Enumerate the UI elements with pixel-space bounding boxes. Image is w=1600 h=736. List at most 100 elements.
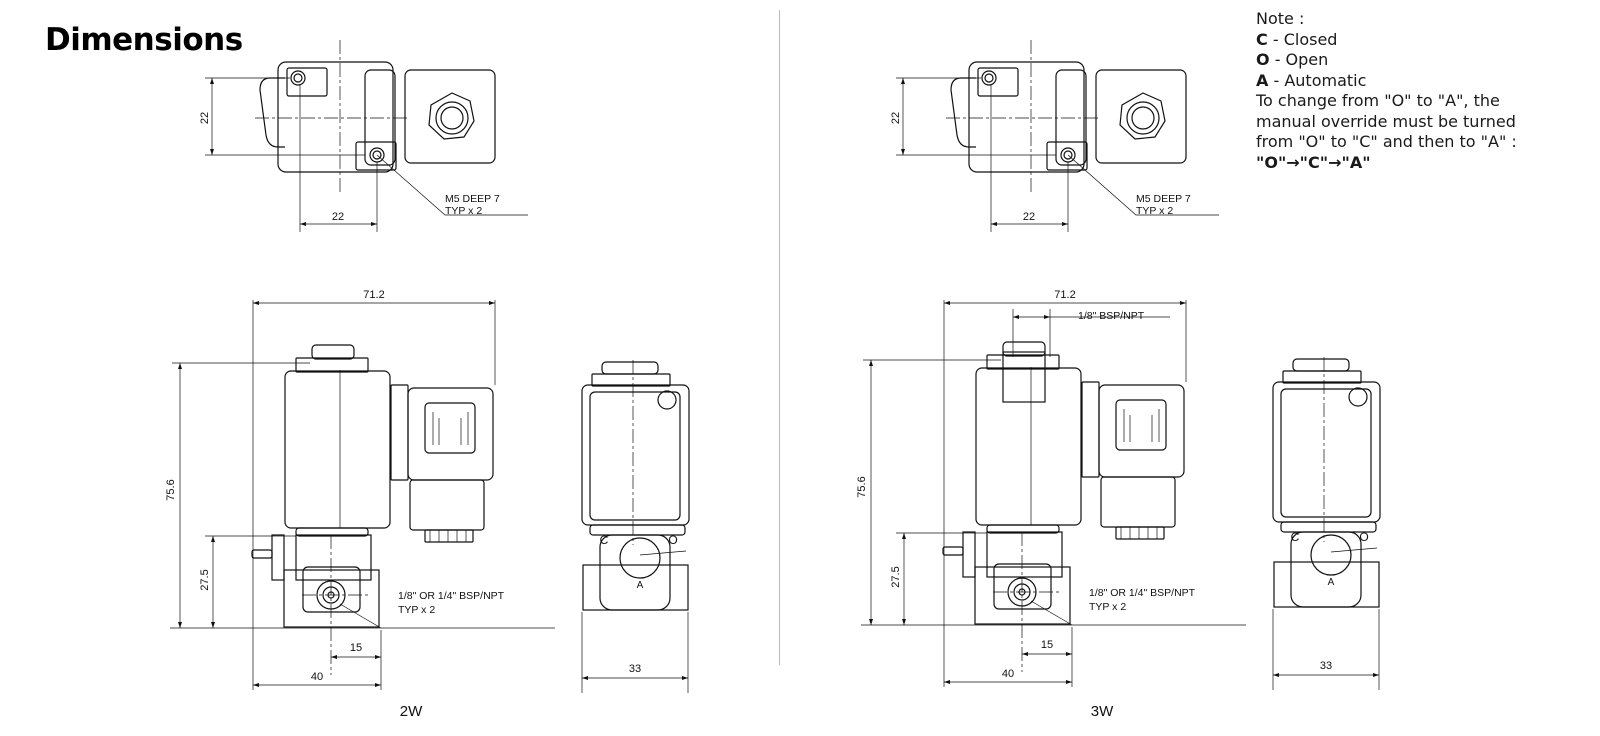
override-mark-c: C bbox=[1291, 530, 1300, 544]
callout-text: 1/8" OR 1/4" BSP/NPT bbox=[398, 590, 505, 602]
dim-label: 71.2 bbox=[363, 289, 384, 301]
connector-box bbox=[404, 69, 496, 164]
dim-label: 22 bbox=[890, 112, 902, 124]
callout-leader bbox=[376, 154, 528, 216]
note-text: - Closed bbox=[1267, 29, 1338, 49]
callout-text: TYP x 2 bbox=[398, 604, 435, 616]
coil-knob bbox=[1002, 341, 1046, 357]
override-mark-c: C bbox=[600, 533, 609, 547]
nut-inner bbox=[440, 106, 464, 130]
dim-label: 27.5 bbox=[199, 569, 211, 590]
manual-lever bbox=[259, 77, 285, 148]
note-body-line: from "O" to "C" and then to "A" : bbox=[1256, 132, 1517, 151]
valve-body bbox=[974, 566, 1071, 625]
cable-gland bbox=[424, 529, 474, 543]
dim-label: 71.2 bbox=[1054, 289, 1075, 301]
override-housing bbox=[1290, 531, 1362, 608]
note-item-open: O - Open bbox=[1256, 50, 1517, 71]
note-item-closed: C - Closed bbox=[1256, 30, 1517, 51]
coil-collar bbox=[1055, 69, 1087, 166]
hex-nut bbox=[428, 92, 475, 140]
screw-boss bbox=[1046, 141, 1088, 171]
override-knob bbox=[1310, 534, 1352, 576]
note-heading: Note : bbox=[1256, 9, 1305, 28]
screw-boss bbox=[355, 141, 397, 171]
coil-face bbox=[1280, 388, 1372, 518]
coil-cap bbox=[591, 373, 671, 387]
screw-hole-inner bbox=[293, 73, 303, 83]
coil-cap bbox=[1282, 370, 1362, 384]
dim-label: 22 bbox=[1023, 211, 1035, 223]
override-note: Note : C - Closed O - Open A - Automatic… bbox=[1256, 9, 1517, 173]
coil-face bbox=[589, 391, 681, 521]
panel-label: 2W bbox=[400, 703, 423, 720]
override-lever bbox=[251, 549, 273, 559]
callout-text: TYP x 2 bbox=[445, 205, 482, 217]
indicator-light bbox=[657, 390, 677, 410]
callout-text: 1/8" OR 1/4" BSP/NPT bbox=[1089, 587, 1196, 599]
dim-label: 33 bbox=[1320, 660, 1332, 672]
screw-boss bbox=[286, 67, 328, 97]
indicator-light bbox=[1348, 387, 1368, 407]
connector-box bbox=[1095, 69, 1187, 164]
override-knob bbox=[619, 537, 661, 579]
override-lever bbox=[942, 546, 964, 556]
valve-body bbox=[582, 564, 689, 611]
override-mark-o: O bbox=[1359, 530, 1368, 544]
callout-leader bbox=[339, 603, 382, 629]
nut-bore bbox=[435, 101, 469, 135]
connector-box bbox=[407, 387, 494, 481]
cable-gland bbox=[1115, 526, 1165, 540]
dim-label: 15 bbox=[1041, 639, 1053, 651]
dim-label: 15 bbox=[350, 642, 362, 654]
override-pointer bbox=[639, 550, 687, 556]
connector-window bbox=[424, 402, 476, 454]
override-mark-o: O bbox=[668, 533, 677, 547]
armature-tube bbox=[295, 527, 369, 537]
override-pointer bbox=[1330, 547, 1378, 553]
note-item-automatic: A - Automatic bbox=[1256, 71, 1517, 92]
connector-box bbox=[1098, 384, 1185, 478]
screw-hole-inner bbox=[372, 150, 382, 160]
coil-cap bbox=[295, 357, 369, 373]
coil-body bbox=[277, 61, 394, 173]
note-body-line: manual override must be turned bbox=[1256, 111, 1516, 131]
note-key: A bbox=[1256, 70, 1269, 90]
port-face bbox=[993, 563, 1052, 610]
connector-lower bbox=[409, 479, 485, 531]
dim-line-arrows bbox=[1022, 652, 1072, 656]
callout-leader bbox=[1030, 600, 1073, 626]
valve-body-upper bbox=[986, 531, 1063, 578]
coil-knob bbox=[601, 361, 659, 375]
coil-knob bbox=[1292, 358, 1350, 372]
dim-label: 40 bbox=[1002, 668, 1014, 680]
panel-divider bbox=[779, 10, 780, 665]
connector-neck bbox=[390, 384, 409, 481]
dim-label: 22 bbox=[332, 211, 344, 223]
manual-override bbox=[962, 531, 976, 578]
valve-body bbox=[1273, 561, 1380, 608]
callout-text: TYP x 2 bbox=[1136, 205, 1173, 217]
dim-line-arrows bbox=[331, 655, 381, 659]
port-face bbox=[302, 566, 361, 613]
connector-neck bbox=[1081, 381, 1100, 478]
dim-label: 22 bbox=[199, 112, 211, 124]
top-port bbox=[1002, 351, 1046, 403]
note-sequence: "O"→"C"→"A" bbox=[1256, 153, 1517, 174]
page-title: Dimensions bbox=[45, 22, 243, 58]
valve-body bbox=[283, 569, 380, 628]
override-mark-a: A bbox=[637, 580, 644, 591]
note-key: C bbox=[1256, 29, 1268, 49]
dim-label: 75.6 bbox=[165, 479, 177, 500]
hex-nut bbox=[1119, 92, 1166, 140]
callout-leader bbox=[1067, 154, 1219, 216]
coil-body bbox=[968, 61, 1085, 173]
coil-knob bbox=[311, 344, 355, 360]
panel-label: 3W bbox=[1091, 703, 1114, 720]
